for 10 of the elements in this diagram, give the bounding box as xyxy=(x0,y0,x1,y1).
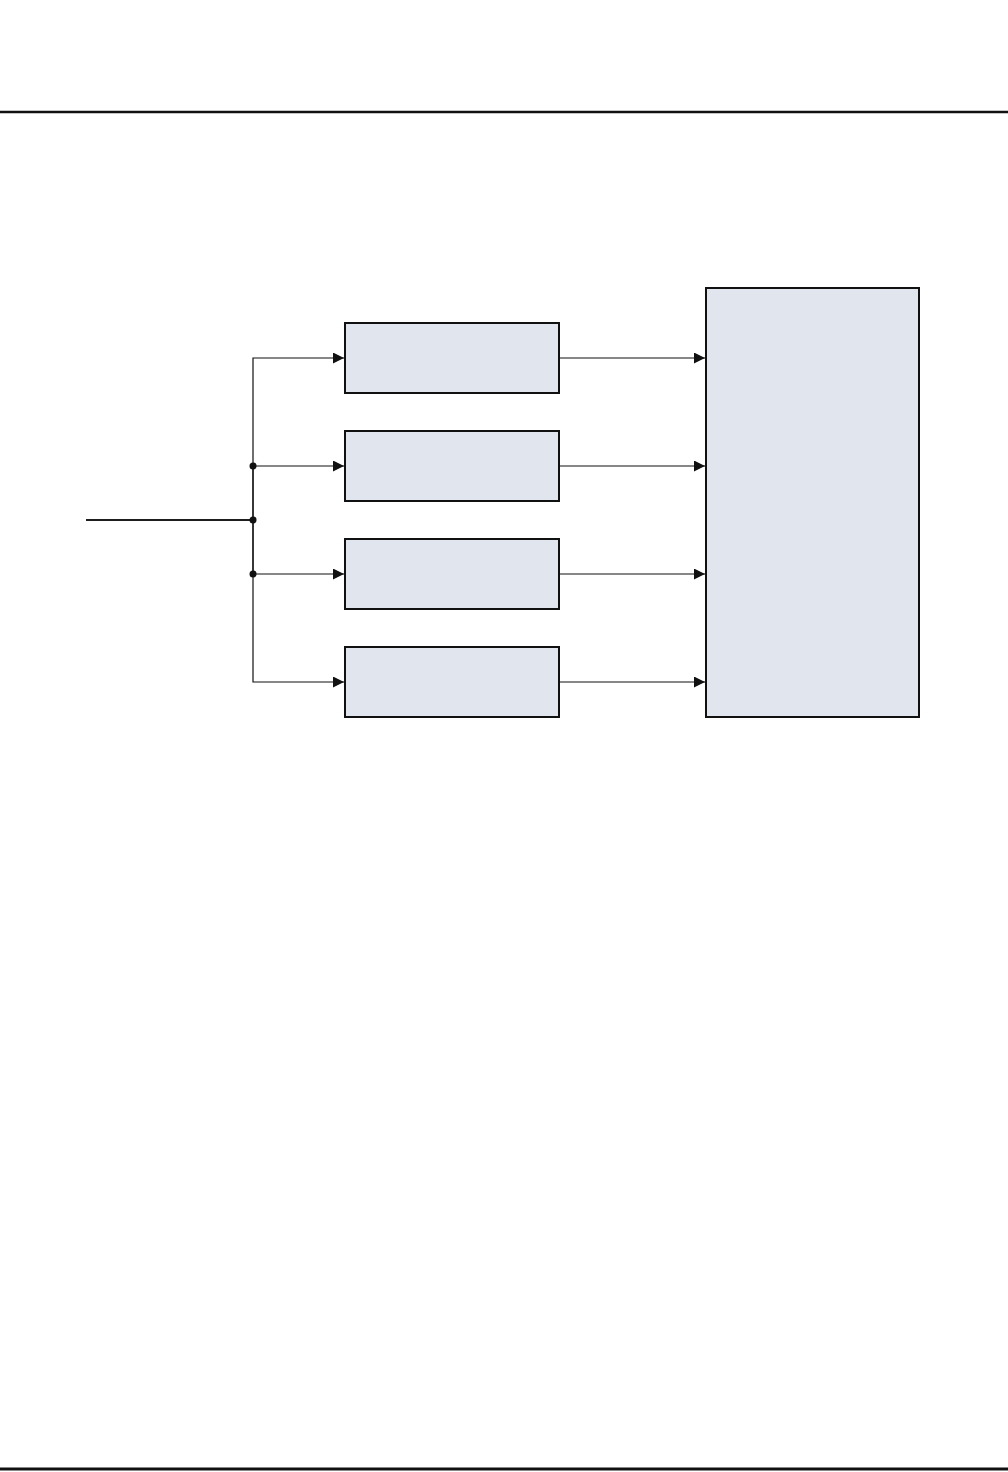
arrow xyxy=(559,676,706,688)
arrow xyxy=(85,519,345,688)
block-box xyxy=(344,646,560,718)
block-box xyxy=(344,538,560,610)
arrow xyxy=(559,568,706,580)
arrow xyxy=(559,352,706,364)
block-box xyxy=(705,287,920,718)
block-box xyxy=(344,322,560,394)
block-box xyxy=(344,430,560,502)
arrow xyxy=(559,460,706,472)
